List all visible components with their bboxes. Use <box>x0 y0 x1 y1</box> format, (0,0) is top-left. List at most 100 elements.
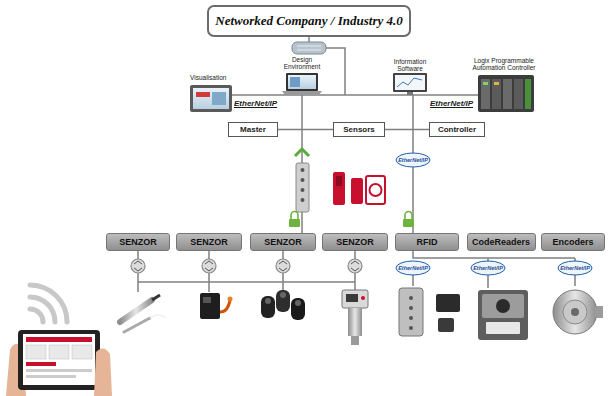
connector-arrows <box>279 261 287 271</box>
ethernet-ip-badge <box>396 153 430 167</box>
security-lock <box>289 212 414 228</box>
pressure-sensor <box>346 294 358 302</box>
node-text: Master <box>240 125 266 134</box>
laptop-icon <box>290 77 300 87</box>
network-wire <box>138 281 355 283</box>
network-wire <box>138 273 355 282</box>
software-monitor <box>393 73 427 95</box>
pressure-sensor <box>348 308 362 336</box>
laptop-icon <box>282 73 322 95</box>
software-monitor <box>393 73 427 92</box>
device-caption: Information Software <box>388 59 432 73</box>
photoelectric-sensor <box>200 293 220 319</box>
rfid-devices <box>409 316 413 320</box>
code-reader <box>478 290 528 340</box>
laptop-icon <box>286 73 318 91</box>
visualisation-panel <box>212 92 226 105</box>
network-wire <box>488 258 575 262</box>
network-switch <box>292 42 326 54</box>
security-lock <box>289 219 300 227</box>
visualisation-panel <box>196 92 210 97</box>
pressure-sensor <box>342 290 368 308</box>
cylindrical-sensors <box>261 290 305 320</box>
protocol-badge-text: EtherNet/IP <box>473 265 503 271</box>
code-reader <box>486 322 520 334</box>
ethernet-ip-badge <box>396 261 430 275</box>
cylindrical-sensors <box>291 298 305 320</box>
upload-arrow <box>295 149 309 156</box>
rfid-devices <box>409 306 413 310</box>
io-link-module <box>301 198 305 202</box>
red-sensors <box>366 176 385 204</box>
protocol-badge-text: EtherNet/IP <box>398 157 428 163</box>
wifi-symbol <box>30 285 67 322</box>
io-link-module <box>301 168 305 172</box>
tablet-device <box>72 345 92 359</box>
photoelectric-sensor <box>228 297 233 302</box>
io-link-module <box>301 178 305 182</box>
sensor-connector <box>131 259 145 273</box>
device-group-box: Encoders <box>541 233 605 251</box>
visualisation-panel <box>193 88 229 109</box>
cylindrical-sensors <box>276 290 290 312</box>
io-link-module <box>296 163 309 212</box>
network-wire <box>326 48 345 95</box>
rotary-encoder <box>553 290 597 334</box>
pressure-sensor <box>361 296 365 300</box>
bus-tag-box: Master <box>228 122 278 137</box>
device-caption: Logix Programmable Automation Controller <box>464 58 544 72</box>
network-wire <box>413 251 575 258</box>
connector-arrows <box>134 261 359 271</box>
red-sensors <box>336 176 342 186</box>
software-monitor <box>407 92 413 95</box>
network-wire <box>413 274 575 288</box>
tablet-device <box>18 330 100 390</box>
red-sensors <box>370 184 382 196</box>
tablet-device <box>26 362 56 366</box>
tablet-device <box>26 345 46 359</box>
code-reader <box>496 299 510 313</box>
plc-controller <box>514 79 523 109</box>
node-text: RFID <box>417 237 438 247</box>
io-link-module <box>296 163 309 212</box>
code-reader <box>478 290 528 340</box>
inductive-sensor <box>124 318 150 332</box>
tablet-device <box>6 330 112 396</box>
protocol-badge-text: EtherNet/IP <box>398 265 428 271</box>
bus-connector <box>385 129 429 131</box>
red-sensors <box>351 178 363 204</box>
sensor-connector <box>202 259 216 273</box>
node-text: SENZOR <box>119 237 157 247</box>
inductive-sensor <box>150 315 165 318</box>
rotary-encoder <box>553 290 603 334</box>
plc-controller <box>494 82 499 85</box>
device-group-box: SENZOR <box>250 233 316 251</box>
plc-controller <box>481 79 490 109</box>
rotary-encoder <box>563 300 587 324</box>
laptop-icon <box>282 91 322 95</box>
node-text: Encoders <box>552 237 593 247</box>
device-group-box: SENZOR <box>322 233 388 251</box>
node-text: SENZOR <box>264 237 302 247</box>
tablet-device <box>23 334 95 385</box>
photoelectric-sensor <box>203 297 211 303</box>
bus-tag-box: Controller <box>429 122 485 137</box>
ethernet-ip-badge <box>396 153 592 275</box>
rfid-devices <box>399 288 423 336</box>
tablet-device <box>94 348 112 396</box>
plc-controller <box>483 82 488 85</box>
tablet-device <box>49 345 69 359</box>
wifi-symbol <box>30 285 67 322</box>
rotary-encoder <box>571 308 579 316</box>
sensor-connector <box>276 259 290 273</box>
protocol-label: EtherNet/IP <box>234 99 277 108</box>
protocol-badge-text: EtherNet/IP <box>560 265 590 271</box>
bus-connector <box>278 129 333 131</box>
visualisation-panel <box>190 85 232 112</box>
red-sensors <box>333 172 385 205</box>
node-text: CodeReaders <box>472 237 530 247</box>
node-text: Networked Company / Industry 4.0 <box>215 14 402 29</box>
title-box: Networked Company / Industry 4.0 <box>207 5 411 37</box>
